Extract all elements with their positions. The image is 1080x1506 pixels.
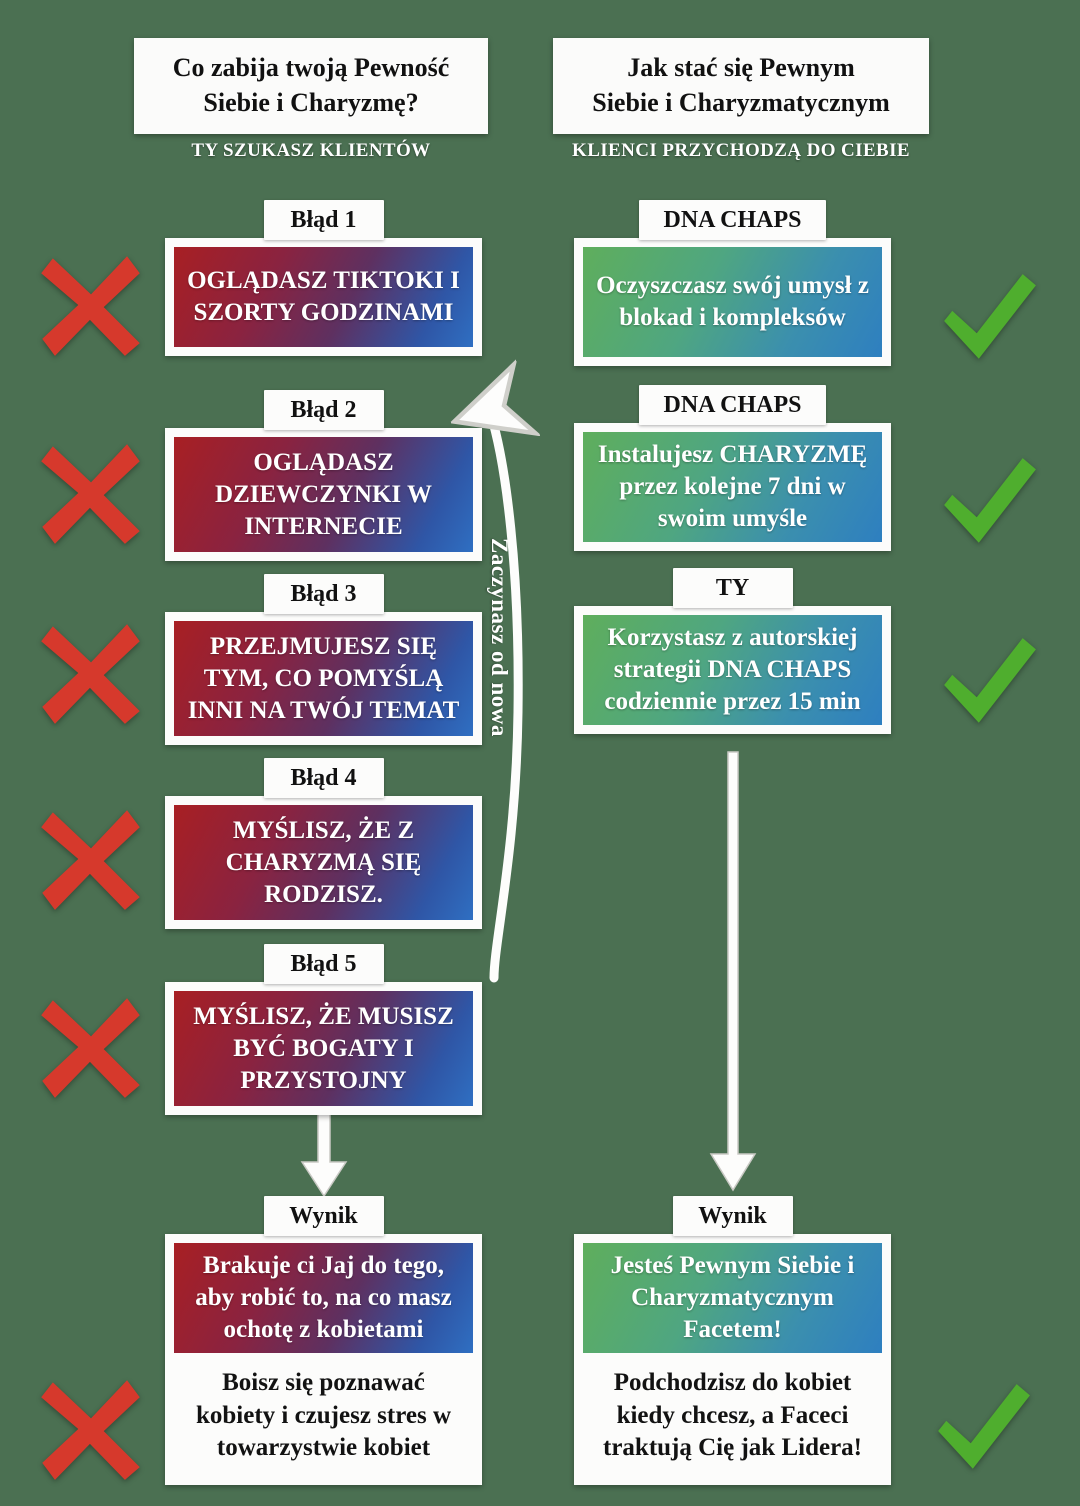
left-result-foot-text: Boisz się poznawać kobiety i czujesz str… (174, 1353, 473, 1485)
left-step-1: Błąd 1 OGLĄDASZ TIKTOKI I SZORTY GODZINA… (165, 200, 482, 356)
right-headline-plaque: Jak stać się Pewnym Siebie i Charyzmatyc… (553, 38, 929, 135)
left-step-5-frame: MYŚLISZ, ŻE MUSISZ BYĆ BOGATY I PRZYSTOJ… (165, 982, 482, 1115)
right-step-2-frame: Instalujesz CHARYZMĘ przez kolejne 7 dni… (574, 423, 891, 551)
cross-icon (41, 810, 140, 910)
cross-icon (41, 1380, 140, 1480)
right-subhead: KLIENCI PRZYCHODZĄ DO CIEBIE (572, 140, 910, 161)
check-icon (944, 274, 1036, 359)
cross-icon (41, 444, 140, 544)
down-arrow-icon (300, 1109, 348, 1198)
right-step-2-text: Instalujesz CHARYZMĘ przez kolejne 7 dni… (583, 432, 882, 542)
left-step-4-frame: MYŚLISZ, ŻE Z CHARYZMĄ SIĘ RODZISZ. (165, 796, 482, 929)
left-mark-result (38, 1376, 144, 1482)
left-step-4: Błąd 4 MYŚLISZ, ŻE Z CHARYZMĄ SIĘ RODZIS… (165, 758, 482, 929)
right-step-3: TY Korzystasz z autorskiej strategii DNA… (574, 568, 891, 734)
left-step-3-frame: PRZEJMUJESZ SIĘ TYM, CO POMYŚLĄ INNI NA … (165, 612, 482, 745)
left-mark-4 (38, 806, 144, 912)
right-down-arrow (705, 751, 761, 1194)
curved-up-arrow-icon (468, 382, 532, 983)
left-step-2-tab: Błąd 2 (263, 390, 384, 430)
check-icon (944, 458, 1036, 543)
check-icon (938, 1384, 1030, 1469)
left-result: Wynik Brakuje ci Jaj do tego, aby robić … (165, 1196, 482, 1485)
right-result-panel-text: Jesteś Pewnym Siebie i Charyzmatycznym F… (583, 1243, 882, 1353)
left-step-4-text: MYŚLISZ, ŻE Z CHARYZMĄ SIĘ RODZISZ. (174, 805, 473, 920)
left-step-5-text: MYŚLISZ, ŻE MUSISZ BYĆ BOGATY I PRZYSTOJ… (174, 991, 473, 1106)
right-step-3-tab: TY (672, 568, 793, 608)
left-result-tab: Wynik (263, 1196, 384, 1236)
left-step-3: Błąd 3 PRZEJMUJESZ SIĘ TYM, CO POMYŚLĄ I… (165, 574, 482, 745)
left-step-5: Błąd 5 MYŚLISZ, ŻE MUSISZ BYĆ BOGATY I P… (165, 944, 482, 1115)
left-step-5-tab: Błąd 5 (263, 944, 384, 984)
left-headline-line-1: Co zabija twoją Pewność (172, 53, 450, 82)
right-headline-line-2: Siebie i Charyzmatycznym (592, 88, 890, 118)
left-headline-plaque: Co zabija twoją Pewność Siebie i Charyzm… (134, 38, 488, 135)
left-result-panel-text: Brakuje ci Jaj do tego, aby robić to, na… (174, 1243, 473, 1353)
left-step-4-tab: Błąd 4 (263, 758, 384, 798)
loop-arrow (468, 382, 532, 983)
right-step-1-tab: DNA CHAPS (639, 200, 826, 240)
right-step-3-text: Korzystasz z autorskiej strategii DNA CH… (583, 615, 882, 725)
loop-arrow-label: Zaczynasz od nowa (487, 538, 512, 737)
left-step-2-text: OGLĄDASZ DZIEWCZYNKI W INTERNECIE (174, 437, 473, 552)
left-step-2-frame: OGLĄDASZ DZIEWCZYNKI W INTERNECIE (165, 428, 482, 561)
right-result: Wynik Jesteś Pewnym Siebie i Charyzmatyc… (574, 1196, 891, 1485)
right-mark-2 (938, 456, 1040, 548)
left-step-3-tab: Błąd 3 (263, 574, 384, 614)
left-mark-5 (38, 994, 144, 1100)
left-mark-1 (38, 252, 144, 358)
left-mark-3 (38, 620, 144, 726)
right-mark-1 (938, 272, 1040, 364)
left-down-arrow (296, 1109, 352, 1200)
right-step-2: DNA CHAPS Instalujesz CHARYZMĘ przez kol… (574, 385, 891, 551)
right-result-frame: Jesteś Pewnym Siebie i Charyzmatycznym F… (574, 1234, 891, 1485)
right-mark-3 (938, 636, 1040, 728)
cross-icon (41, 624, 140, 724)
right-step-3-frame: Korzystasz z autorskiej strategii DNA CH… (574, 606, 891, 734)
right-result-foot-text: Podchodzisz do kobiet kiedy chcesz, a Fa… (583, 1353, 882, 1485)
right-step-2-tab: DNA CHAPS (639, 385, 826, 425)
down-arrow-icon (709, 751, 757, 1192)
right-step-1-frame: Oczyszczasz swój umysł z blokad i komple… (574, 238, 891, 366)
check-icon (944, 638, 1036, 723)
cross-icon (41, 998, 140, 1098)
left-mark-2 (38, 440, 144, 546)
left-headline-line-2: Siebie i Charyzmę? (203, 88, 419, 118)
left-step-1-text: OGLĄDASZ TIKTOKI I SZORTY GODZINAMI (174, 247, 473, 347)
left-step-2: Błąd 2 OGLĄDASZ DZIEWCZYNKI W INTERNECIE (165, 390, 482, 561)
right-headline-line-1: Jak stać się Pewnym (627, 53, 855, 82)
right-step-1-text: Oczyszczasz swój umysł z blokad i komple… (583, 247, 882, 357)
right-result-tab: Wynik (672, 1196, 793, 1236)
right-mark-result (932, 1382, 1034, 1474)
right-step-1: DNA CHAPS Oczyszczasz swój umysł z bloka… (574, 200, 891, 366)
cross-icon (41, 256, 140, 356)
left-step-3-text: PRZEJMUJESZ SIĘ TYM, CO POMYŚLĄ INNI NA … (174, 621, 473, 736)
left-step-1-frame: OGLĄDASZ TIKTOKI I SZORTY GODZINAMI (165, 238, 482, 356)
left-step-1-tab: Błąd 1 (263, 200, 384, 240)
left-subhead: TY SZUKASZ KLIENTÓW (191, 140, 431, 161)
left-result-frame: Brakuje ci Jaj do tego, aby robić to, na… (165, 1234, 482, 1485)
